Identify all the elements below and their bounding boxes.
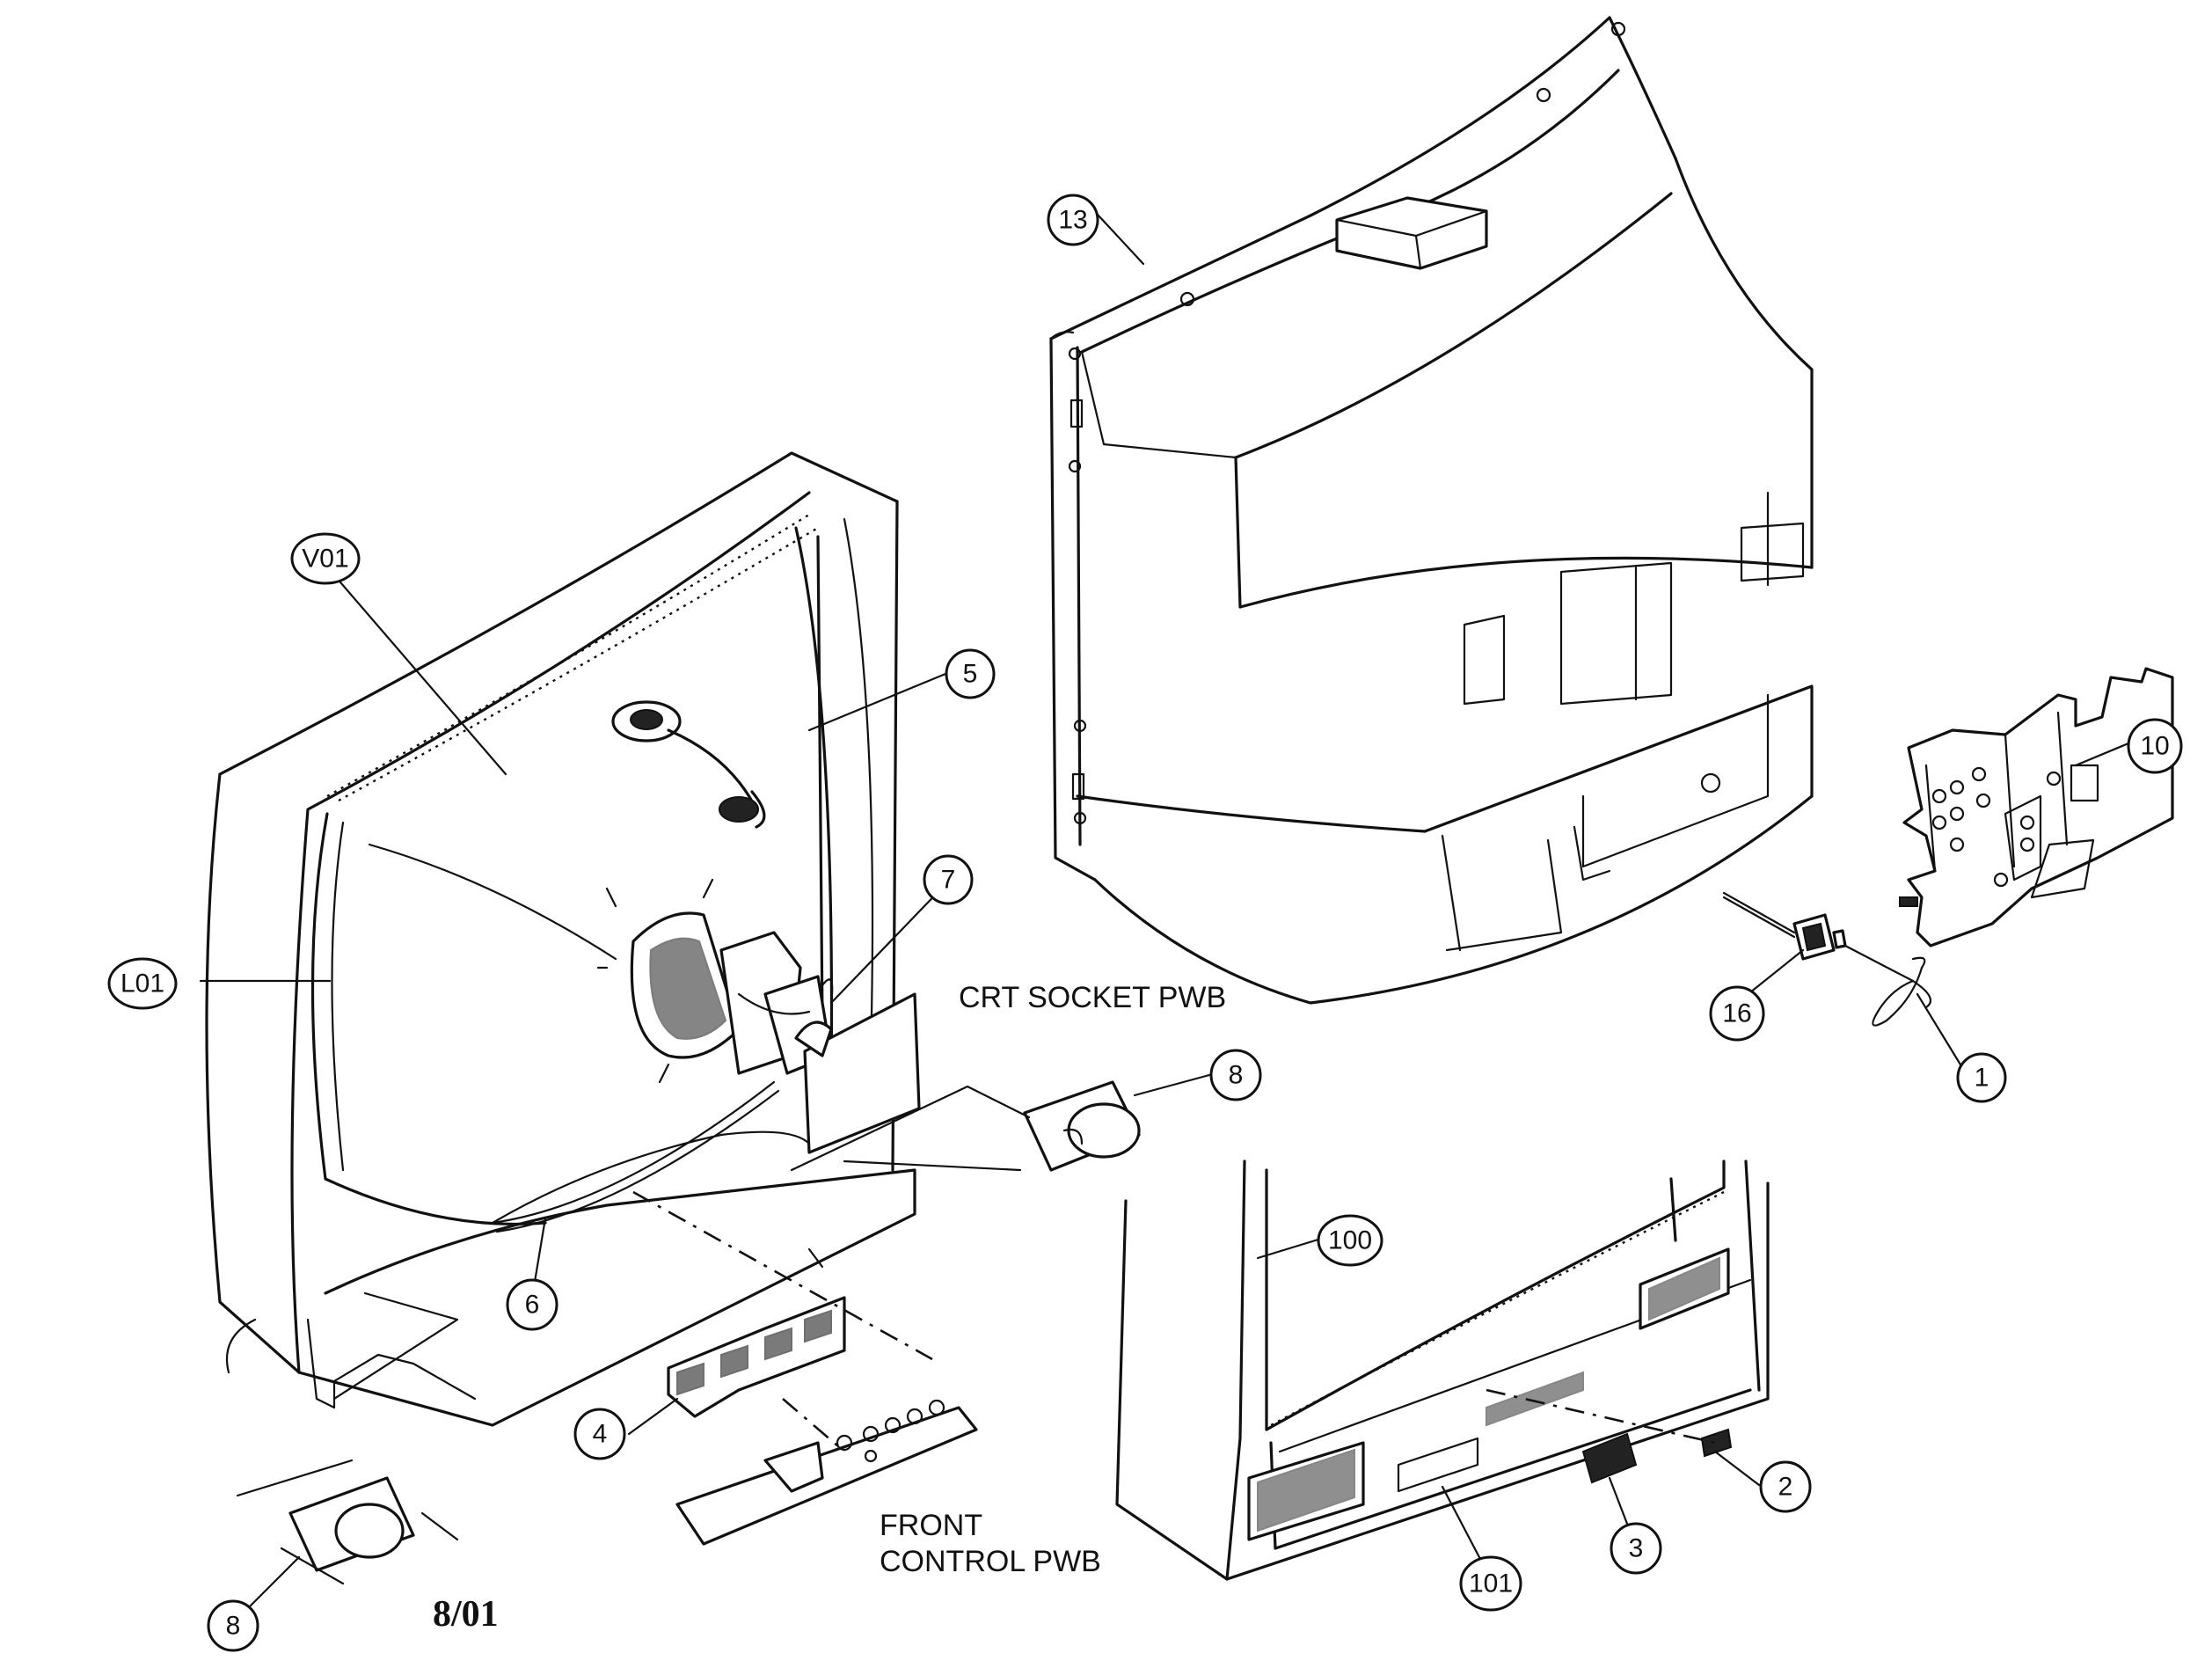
svg-text:3: 3 xyxy=(1629,1534,1644,1563)
svg-text:8: 8 xyxy=(1229,1061,1244,1090)
svg-text:10: 10 xyxy=(2140,732,2169,761)
callout-8-right: 8 xyxy=(1209,1049,1262,1101)
svg-text:2: 2 xyxy=(1778,1473,1793,1502)
svg-text:V01: V01 xyxy=(302,545,348,574)
callout-4: 4 xyxy=(573,1408,626,1460)
front-control-pwb-label-line1: FRONT xyxy=(880,1509,982,1542)
crt-socket-pwb-label: CRT SOCKET PWB xyxy=(959,981,1226,1014)
front-cabinet-with-crt xyxy=(205,451,921,1427)
speaker-right xyxy=(790,1080,1141,1172)
svg-text:6: 6 xyxy=(525,1291,540,1320)
front-control-pwb-label-line2: CONTROL PWB xyxy=(880,1545,1101,1578)
callout-16: 16 xyxy=(1709,985,1765,1042)
svg-text:4: 4 xyxy=(593,1420,608,1449)
callout-2: 2 xyxy=(1759,1460,1812,1513)
callout-10: 10 xyxy=(2127,718,2183,774)
callout-7: 7 xyxy=(923,854,974,905)
svg-text:101: 101 xyxy=(1469,1569,1513,1598)
back-cabinet xyxy=(1049,16,1814,1005)
svg-text:100: 100 xyxy=(1328,1226,1372,1255)
callout-v01: V01 xyxy=(290,532,361,585)
speaker-left xyxy=(236,1459,459,1585)
front-bezel xyxy=(1115,1160,1770,1581)
callout-1: 1 xyxy=(1956,1052,2007,1103)
revision-date: 8/01 xyxy=(433,1594,499,1635)
leader-lines xyxy=(199,213,2130,1616)
callout-3: 3 xyxy=(1610,1522,1662,1575)
svg-text:13: 13 xyxy=(1058,206,1087,235)
front-control-pwb xyxy=(632,1190,978,1546)
callout-5: 5 xyxy=(945,648,996,699)
svg-text:8: 8 xyxy=(226,1612,241,1641)
callout-l01: L01 xyxy=(107,957,178,1010)
svg-text:7: 7 xyxy=(941,866,956,895)
callout-13: 13 xyxy=(1047,194,1099,246)
svg-text:5: 5 xyxy=(963,660,978,689)
rear-bracket-and-cord xyxy=(1722,667,2174,1027)
svg-text:16: 16 xyxy=(1722,999,1751,1028)
callout-100: 100 xyxy=(1317,1214,1383,1267)
svg-text:L01: L01 xyxy=(120,969,164,999)
svg-text:1: 1 xyxy=(1975,1064,1989,1093)
callout-6: 6 xyxy=(506,1278,558,1331)
callout-8-left: 8 xyxy=(207,1599,259,1652)
callout-101: 101 xyxy=(1459,1555,1522,1612)
